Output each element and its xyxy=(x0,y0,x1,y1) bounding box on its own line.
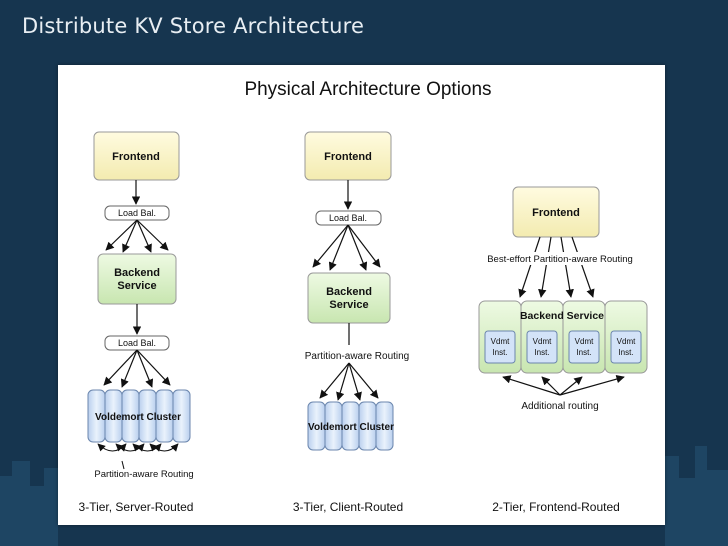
voldemort-cluster xyxy=(87,389,191,443)
instance-label: Vdmt xyxy=(533,337,552,346)
backend-label-line1: Backend xyxy=(326,286,372,298)
routing-note: Partition-aware Routing xyxy=(94,469,193,480)
column-caption: 3-Tier, Client-Routed xyxy=(293,500,403,514)
instance-label: Vdmt xyxy=(491,337,510,346)
backend-label-line2: Service xyxy=(329,299,368,311)
diagram-panel: Physical Architecture Options Frontend L… xyxy=(58,65,665,525)
diagram-heading: Physical Architecture Options xyxy=(244,79,491,100)
instance-label: Vdmt xyxy=(617,337,636,346)
load-balancer-label: Load Bal. xyxy=(118,208,156,218)
instance-label: Inst. xyxy=(492,348,507,357)
vdmt-instance-box xyxy=(568,330,600,364)
column-caption: 2-Tier, Frontend-Routed xyxy=(492,500,620,514)
voldemort-cluster xyxy=(307,401,394,451)
frontend-label: Frontend xyxy=(532,207,580,219)
cluster-label: Voldemort Cluster xyxy=(308,422,394,433)
load-balancer-label: Load Bal. xyxy=(329,213,367,223)
routing-note: Partition-aware Routing xyxy=(305,351,410,362)
backend-label-line1: Backend xyxy=(114,267,160,279)
instance-label: Inst. xyxy=(576,348,591,357)
column-frontend-routed: Frontend Best-effort Partition-aware Rou… xyxy=(478,186,648,514)
load-balancer-label: Load Bal. xyxy=(118,338,156,348)
instance-label: Vdmt xyxy=(575,337,594,346)
column-server-routed: Frontend Load Bal. Backend Service Load … xyxy=(79,131,194,514)
vdmt-instance-box xyxy=(610,330,642,364)
vdmt-instance-box xyxy=(484,330,516,364)
additional-routing-note: Additional routing xyxy=(521,401,598,412)
voldemort-instances: Vdmt Inst. Vdmt Inst. Vdmt Inst. Vdmt In… xyxy=(484,330,642,364)
routing-note: Best-effort Partition-aware Routing xyxy=(487,254,633,265)
backend-service-box xyxy=(97,253,177,305)
column-caption: 3-Tier, Server-Routed xyxy=(79,500,194,514)
architecture-diagram: Physical Architecture Options Frontend L… xyxy=(79,79,648,514)
city-skyline-decoration xyxy=(0,446,728,546)
column-client-routed: Frontend Load Bal. Backend Service Parti… xyxy=(293,131,410,514)
instance-label: Inst. xyxy=(618,348,633,357)
vdmt-instance-box xyxy=(526,330,558,364)
backend-service-box xyxy=(307,272,391,324)
backend-label: Backend Service xyxy=(520,310,604,322)
cluster-label: Voldemort Cluster xyxy=(95,412,181,423)
slide-title: Distribute KV Store Architecture xyxy=(22,14,365,38)
frontend-box xyxy=(512,186,600,238)
frontend-label: Frontend xyxy=(112,151,160,163)
frontend-label: Frontend xyxy=(324,151,372,163)
instance-label: Inst. xyxy=(534,348,549,357)
backend-label-line2: Service xyxy=(117,280,156,292)
